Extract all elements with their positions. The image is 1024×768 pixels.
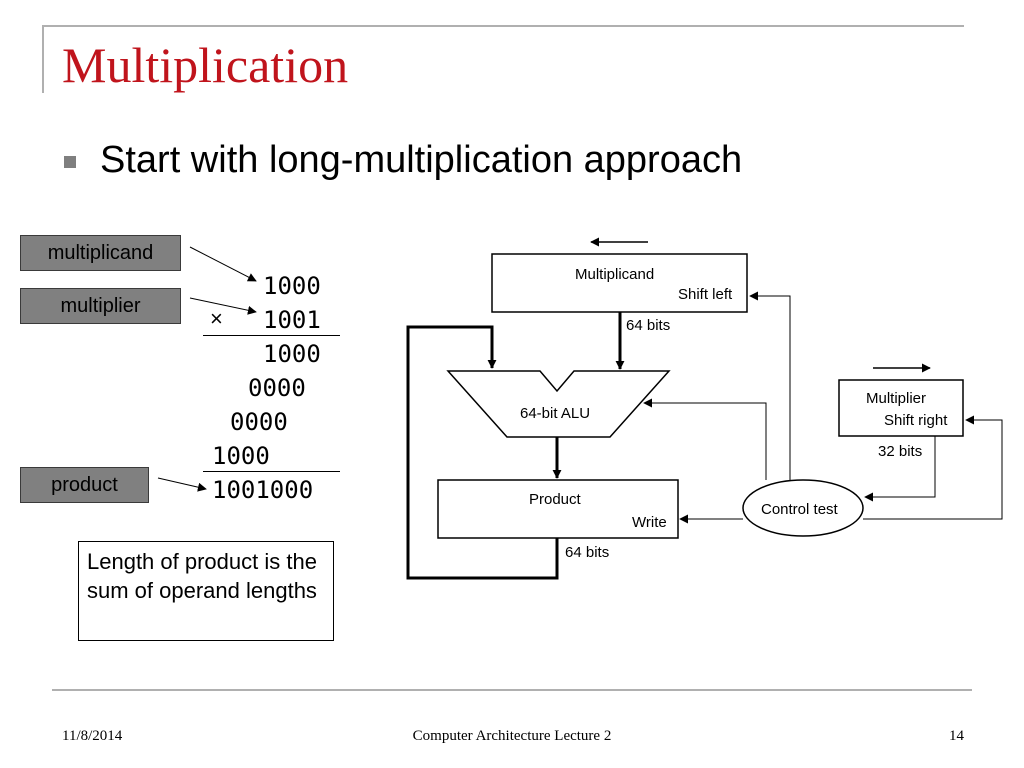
square-bullet-icon	[64, 156, 76, 168]
operand-rule	[203, 335, 340, 336]
multiplier-register-name: Multiplier	[866, 390, 926, 407]
bullet-text: Start with long-multiplication approach	[100, 139, 743, 181]
slide-title: Multiplication	[62, 37, 349, 93]
partial-product: 1000	[263, 340, 321, 368]
control-to-multiplicand-arrow	[749, 291, 791, 480]
control-test-ellipse	[742, 479, 864, 537]
multiplier-pointer-arrow	[189, 297, 257, 315]
product-label: product	[20, 467, 149, 503]
multiplicand-register-name: Multiplicand	[575, 266, 654, 283]
product-value: 1001000	[212, 476, 314, 504]
product-pointer-arrow	[157, 477, 207, 492]
multiplicand-bits-label: 64 bits	[626, 317, 670, 334]
product-bits-label: 64 bits	[565, 544, 609, 561]
multiplicand-label: multiplicand	[20, 235, 181, 271]
times-sign: ×	[210, 306, 223, 331]
partial-product: 1000	[212, 442, 270, 470]
multiplier-value: 1001	[263, 306, 321, 334]
product-register-op: Write	[632, 514, 667, 531]
control-to-alu-arrow	[643, 398, 767, 480]
footer-page-number: 14	[949, 728, 964, 744]
multiplier-bits-label: 32 bits	[878, 443, 922, 460]
control-to-multiplier-arrow	[863, 415, 1003, 520]
alu-label: 64-bit ALU	[520, 405, 590, 422]
footer-course: Computer Architecture Lecture 2	[412, 728, 612, 744]
multiplicand-register	[491, 253, 748, 313]
partial-product: 0000	[230, 408, 288, 436]
multiplier-register	[838, 379, 964, 437]
control-test-label: Control test	[761, 501, 839, 518]
alu-shape	[446, 370, 671, 438]
frame-left-line	[42, 25, 44, 93]
multiplier-label: multiplier	[20, 288, 181, 324]
product-register-name: Product	[529, 491, 582, 508]
footer-rule	[52, 689, 972, 691]
sum-rule	[203, 471, 340, 472]
multiplicand-value: 1000	[263, 272, 321, 300]
frame-top-line	[44, 25, 964, 27]
footer-date: 11/8/2014	[62, 728, 123, 744]
partial-product: 0000	[248, 374, 306, 402]
multiplicand-pointer-arrow	[189, 246, 257, 282]
multiplier-register-op: Shift right	[884, 412, 948, 429]
multiplier-to-control-arrow	[864, 436, 936, 502]
product-feedback-loop	[406, 325, 559, 580]
multiplicand-register-op: Shift left	[678, 286, 733, 303]
note-box: Length of product is the sum of operand …	[78, 541, 334, 641]
